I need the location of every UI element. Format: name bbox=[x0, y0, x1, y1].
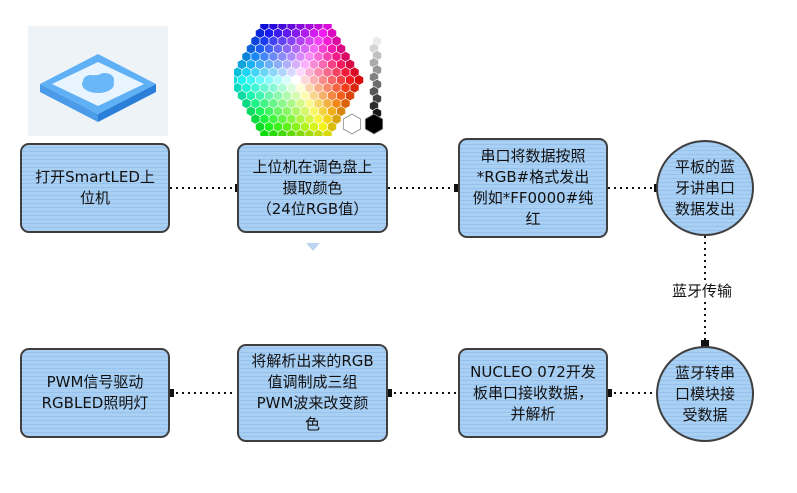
connector-end bbox=[384, 389, 392, 397]
black-swatch bbox=[364, 113, 384, 135]
node-tablet-bluetooth[interactable]: 平板的蓝 牙讲串口 数据发出 bbox=[656, 140, 754, 236]
node-pwm-drive[interactable]: PWM信号驱动 RGBLED照明灯 bbox=[20, 348, 170, 438]
white-swatch bbox=[342, 113, 362, 135]
node-nucleo[interactable]: NUCLEO 072开发 板串口接收数据， 并解析 bbox=[458, 348, 608, 438]
node-rgb-pwm[interactable]: 将解析出来的RGB 值调制成三组 PWM波来改变颜 色 bbox=[237, 344, 388, 442]
edge-label-bluetooth: 蓝牙传输 bbox=[670, 280, 735, 301]
node-pick-color[interactable]: 上位机在调色盘上 摄取颜色 （24位RGB值） bbox=[237, 143, 388, 233]
color-palette-image bbox=[228, 19, 394, 141]
connector-end bbox=[166, 389, 174, 397]
palette-swatch bbox=[354, 74, 364, 86]
smartled-app-icon bbox=[28, 26, 168, 136]
connector-end bbox=[701, 340, 709, 348]
node-bluetooth-module[interactable]: 蓝牙转串 口模块接 受数据 bbox=[656, 346, 754, 442]
node-open-app[interactable]: 打开SmartLED上 位机 bbox=[20, 143, 170, 233]
connector-end bbox=[604, 389, 612, 397]
node-serial-send[interactable]: 串口将数据按照 *RGB#格式发出 例如*FF0000#纯 红 bbox=[458, 138, 608, 238]
shadow-marker bbox=[306, 243, 320, 251]
